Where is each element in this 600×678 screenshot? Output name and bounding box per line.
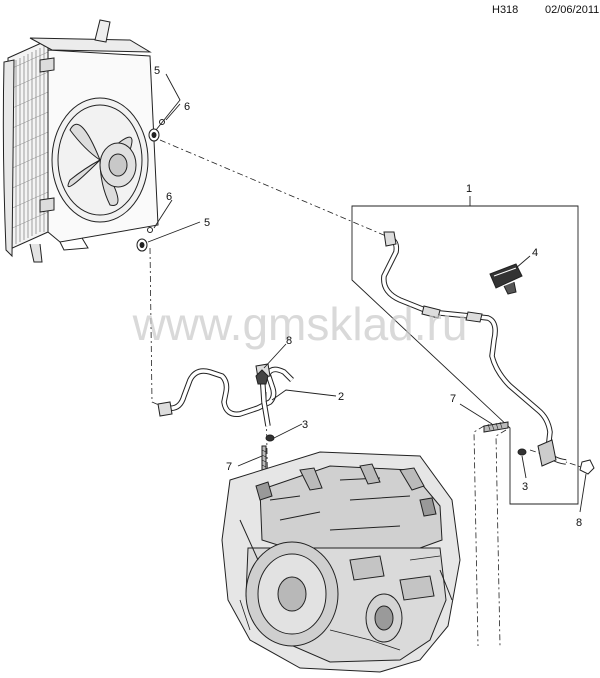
callout-7-lower: 7 [226,461,232,473]
callout-4: 4 [532,247,538,259]
watermark: www.gmsklad.ru [132,298,468,350]
transmission-assembly [221,451,461,673]
callout-3-lower: 3 [302,419,308,431]
callout-7-right: 7 [450,393,456,405]
hardware [136,119,595,477]
leader-lines [147,73,587,513]
radiator-assembly [2,19,159,263]
callout-8-right: 8 [576,517,582,529]
callout-2: 2 [338,391,344,403]
kit-frame [351,196,579,505]
diagram-code: H318 [492,4,519,16]
callout-6-upper: 6 [184,101,190,113]
callout-5-upper: 5 [154,65,160,77]
callout-8-lower: 8 [286,335,292,347]
callout-3-right: 3 [522,481,528,493]
callout-5-lower: 5 [204,217,210,229]
callout-labels: 1 2 3 3 4 5 5 6 6 7 7 8 8 [154,65,582,529]
upper-cooler-pipe [381,231,567,467]
diagram-date: 02/06/2011 [545,4,600,16]
pipe-clip [489,263,523,295]
lower-cooler-pipe [157,363,294,427]
callout-1: 1 [466,183,472,195]
callout-6-lower: 6 [166,191,172,203]
